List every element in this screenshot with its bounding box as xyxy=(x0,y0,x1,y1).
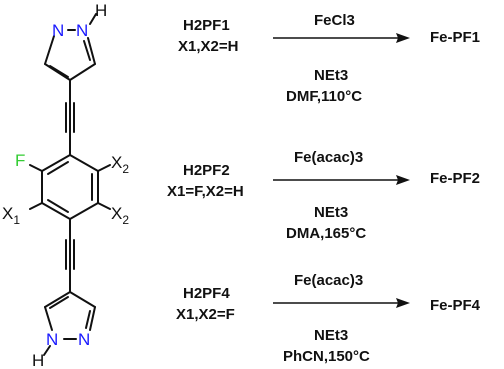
bond xyxy=(69,154,99,172)
bond xyxy=(85,310,91,329)
product-label: Fe-PF1 xyxy=(430,29,480,46)
bond xyxy=(97,164,111,172)
top-pyrazole: N N H xyxy=(44,1,107,81)
bond xyxy=(89,306,96,331)
bond xyxy=(49,65,69,78)
bond xyxy=(47,161,69,175)
nitrogen-atom: N xyxy=(78,330,90,349)
bond xyxy=(49,296,69,309)
base-label: NEt3 xyxy=(314,204,348,221)
product-label: Fe-PF4 xyxy=(430,297,481,314)
solvent-temp-label: PhCN,150°C xyxy=(283,348,370,365)
arrowhead xyxy=(396,298,410,308)
bond xyxy=(97,202,111,210)
bond xyxy=(44,306,53,331)
reaction-row-2: H2PF2 X1=F,X2=H Fe(acac)3 NEt3 DMA,165°C… xyxy=(167,149,480,242)
bond xyxy=(87,37,96,65)
bond xyxy=(69,291,96,308)
bond xyxy=(41,154,71,172)
benzene-ring: F X2 X1 X2 xyxy=(2,151,129,227)
x2-upper-substituent: X2 xyxy=(111,153,129,176)
bottom-pyrazole: N N H xyxy=(32,291,96,369)
base-label: NEt3 xyxy=(314,67,348,84)
solvent-temp-label: DMA,165°C xyxy=(286,225,366,242)
arrowhead xyxy=(396,175,410,185)
bond xyxy=(44,291,71,308)
solvent-temp-label: DMF,110°C xyxy=(286,88,362,105)
bottom-alkyne xyxy=(65,218,75,293)
reagent-label: Fe(acac)3 xyxy=(294,149,363,166)
reactant-label: H2PF2 xyxy=(183,162,230,179)
bond xyxy=(29,164,43,172)
condition-label: X1=F,X2=H xyxy=(167,183,244,200)
bond xyxy=(41,202,71,220)
base-label: NEt3 xyxy=(314,327,348,344)
bond xyxy=(69,63,96,81)
bond xyxy=(47,199,69,213)
reactant-label: H2PF1 xyxy=(183,17,230,34)
bond xyxy=(89,13,97,25)
condition-label: X1,X2=H xyxy=(178,38,238,55)
bond xyxy=(29,202,43,210)
product-label: Fe-PF2 xyxy=(430,170,480,187)
nitrogen-atom: N xyxy=(46,330,58,349)
top-alkyne xyxy=(65,79,75,156)
condition-label: X1,X2=F xyxy=(176,306,235,323)
bond xyxy=(69,202,99,220)
nitrogen-atom: N xyxy=(76,21,88,40)
bond xyxy=(83,40,91,61)
reagent-label: FeCl3 xyxy=(314,12,355,29)
arrowhead xyxy=(396,33,410,43)
hydrogen-atom: H xyxy=(95,1,107,20)
bond xyxy=(44,35,55,65)
fluorine-atom: F xyxy=(15,151,25,170)
reaction-row-3: H2PF4 X1,X2=F Fe(acac)3 NEt3 PhCN,150°C … xyxy=(176,272,481,365)
nitrogen-atom: N xyxy=(52,21,64,40)
hydrogen-atom: H xyxy=(32,351,44,369)
bond xyxy=(44,63,71,81)
x2-lower-substituent: X2 xyxy=(111,204,129,227)
reactant-label: H2PF4 xyxy=(183,285,230,302)
reaction-row-1: H2PF1 X1,X2=H FeCl3 NEt3 DMF,110°C Fe-PF… xyxy=(178,12,480,105)
reagent-label: Fe(acac)3 xyxy=(294,272,363,289)
x1-substituent: X1 xyxy=(2,204,20,227)
bond xyxy=(43,345,51,356)
